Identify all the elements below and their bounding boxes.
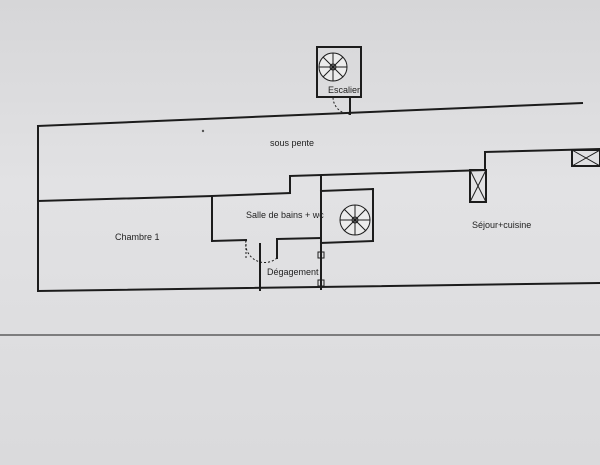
column-box-2: [571, 149, 600, 167]
column-box-1: [469, 169, 487, 203]
label-salle-de-bains: Salle de bains + wc: [246, 210, 324, 220]
building-walls: [36, 101, 600, 293]
label-sous-pente: sous pente: [270, 138, 314, 148]
inner-staircase: [339, 204, 371, 236]
wall-door-marker: [317, 251, 325, 287]
label-sejour: Séjour+cuisine: [472, 220, 531, 230]
degagement-door: [245, 238, 278, 264]
top-staircase: [316, 46, 362, 115]
ink-dot: [201, 129, 205, 133]
label-chambre: Chambre 1: [115, 232, 160, 242]
label-escalier: Escalier: [328, 85, 360, 95]
label-degagement: Dégagement: [267, 267, 319, 277]
